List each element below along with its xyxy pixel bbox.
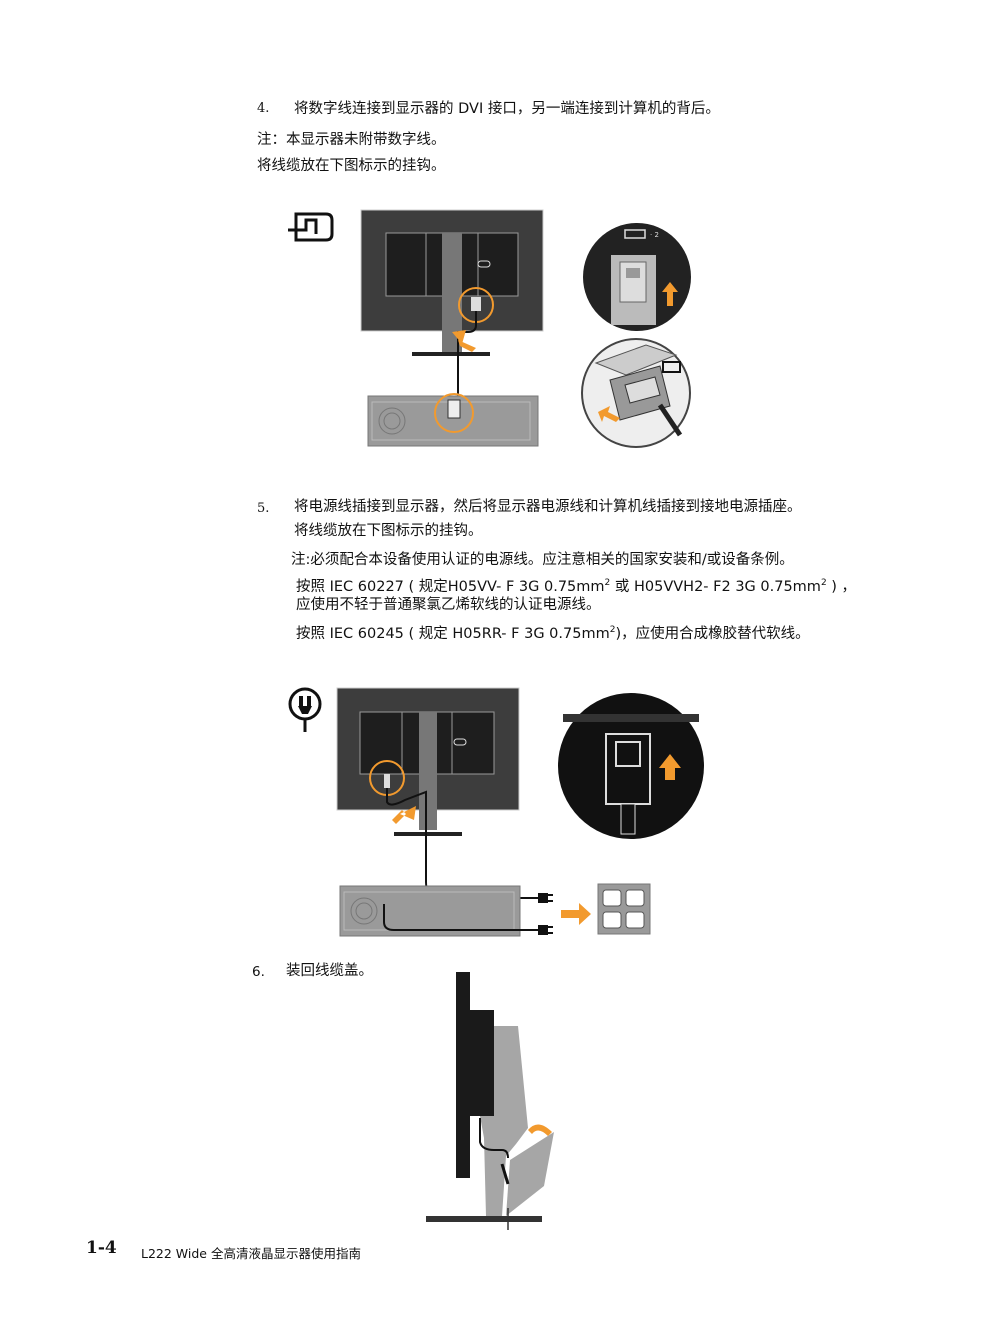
dvi-connection-figure: · 2 xyxy=(288,209,691,448)
power-connection-figure xyxy=(288,687,704,937)
power-plug-icon xyxy=(288,687,322,732)
superscript: 2 xyxy=(820,578,827,588)
arrow-icon xyxy=(561,903,591,925)
arrow-icon xyxy=(452,330,476,352)
step4-note2: 将线缆放在下图标示的挂钩。 xyxy=(257,158,446,174)
arrow-icon xyxy=(528,1124,552,1136)
note-line4-part-a: 按照 IEC 60245 ( 规定 H05RR- F 3G 0.75mm xyxy=(296,625,610,642)
step6-text: 装回线缆盖。 xyxy=(286,963,373,979)
step5-note-line4: 按照 IEC 60245 ( 规定 H05RR- F 3G 0.75mm2)，应… xyxy=(296,621,810,643)
step4-text: 将数字线连接到显示器的 DVI 接口，另一端连接到计算机的背后。 xyxy=(294,101,720,117)
step5-note-line2: 按照 IEC 60227 ( 规定H05VV- F 3G 0.75mm2 或 H… xyxy=(296,574,856,596)
outlet-icon xyxy=(597,883,651,935)
arrow-icon xyxy=(662,282,678,306)
step6-number: 6. xyxy=(252,964,265,980)
note-line2-part-b: 或 H05VVH2- F2 3G 0.75mm xyxy=(614,578,821,595)
step5-note-line3: 应使用不轻于普通聚氯乙烯软线的认证电源线。 xyxy=(296,597,601,613)
note-line4-part-b: )，应使用合成橡胶替代软线。 xyxy=(615,625,810,642)
step5-number: 5. xyxy=(257,501,270,516)
step5-text: 将电源线插接到显示器，然后将显示器电源线和计算机线插接到接地电源插座。 xyxy=(294,499,802,515)
footer-title: L222 Wide 全高清液晶显示器使用指南 xyxy=(141,1246,361,1261)
superscript: 2 xyxy=(604,578,611,588)
page-number: 1-4 xyxy=(86,1238,117,1258)
dvi-connector-icon xyxy=(288,212,334,242)
superscript: 2 xyxy=(609,625,616,635)
step5-note-line1: 注:必须配合本设备使用认证的电源线。应注意相关的国家安装和/或设备条例。 xyxy=(291,552,794,568)
arrow-icon xyxy=(598,406,620,422)
step5-text2: 将线缆放在下图标示的挂钩。 xyxy=(294,523,483,539)
arrow-icon xyxy=(392,806,416,824)
step4-number: 4. xyxy=(257,101,270,116)
port-badge: · 2 xyxy=(650,231,659,239)
note-line2-part-a: 按照 IEC 60227 ( 规定H05VV- F 3G 0.75mm xyxy=(296,578,605,595)
note-line2-part-c: ) ， xyxy=(831,578,857,595)
cable-cover-figure xyxy=(426,972,554,1230)
plug-icon xyxy=(538,893,553,935)
step4-note: 注：本显示器未附带数字线。 xyxy=(257,132,446,148)
arrow-icon xyxy=(659,754,681,780)
